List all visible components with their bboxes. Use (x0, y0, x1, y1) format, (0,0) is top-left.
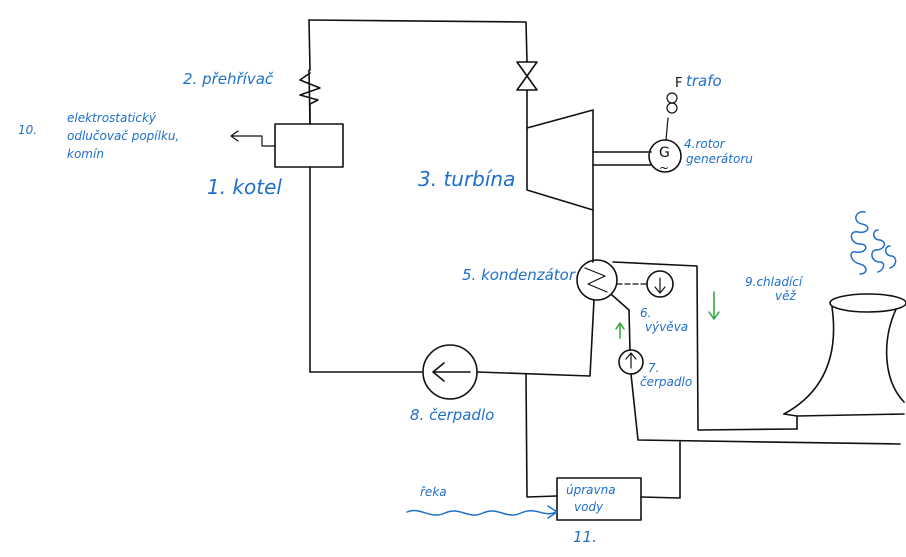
transformer-coil-top (666, 102, 678, 114)
label-transformer: trafo (686, 72, 722, 90)
label-water-treatment-1: úpravna (566, 483, 616, 497)
transformer-letter: F (675, 76, 682, 91)
label-number-11: 11. (573, 528, 597, 546)
label-cooling-pump-number: 7. (648, 361, 659, 375)
steam-plume (850, 211, 897, 275)
label-generator-rotor-1: 4.rotor (684, 137, 726, 151)
label-precipitator-2: odlučovač popílku, (67, 129, 179, 143)
turbine-body (526, 109, 594, 211)
label-cooling-tower-2: věž (775, 289, 796, 303)
generator-to-transformer-line (665, 117, 669, 141)
label-vacuum-pump-number: 6. (640, 306, 651, 320)
flue-gas-outlet (231, 135, 276, 147)
vacuum-pump-6-arrow (654, 277, 666, 294)
tower-base-pipe (640, 441, 681, 499)
cooling-return-pipe (630, 373, 901, 445)
label-vacuum-pump: vývěva (645, 320, 688, 334)
cooling-tower-right-wall (885, 308, 905, 403)
cooling-tower-left-wall (783, 306, 835, 415)
transformer-coil-bottom (666, 92, 678, 104)
label-boiler: 1. kotel (207, 175, 282, 199)
label-turbine: 3. turbína (418, 167, 515, 191)
label-precipitator-3: komín (67, 147, 104, 161)
water-treatment-box (556, 477, 642, 521)
feed-pump-8-arrow (432, 362, 471, 382)
top-steam-pipe (308, 19, 528, 63)
river-arrow (547, 505, 558, 519)
turbine-generator-shaft (592, 151, 652, 166)
vacuum-pump-6 (646, 270, 674, 298)
generator-wave-symbol: ~ (659, 161, 669, 175)
label-generator-rotor-2: generátoru (686, 152, 753, 166)
condenser (576, 259, 618, 301)
condenser-coil (584, 267, 608, 293)
superheater-coil (299, 72, 321, 125)
pump8-to-condenser-pipe (476, 299, 595, 377)
label-number-10: 10. (18, 123, 37, 137)
label-condenser: 5. kondenzátor (462, 266, 576, 284)
generator-letter: G (659, 145, 670, 161)
cooling-tower-top (829, 293, 906, 313)
label-cooling-tower-1: 9.chladící (745, 275, 804, 289)
label-feed-pump: 8. čerpadlo (410, 406, 494, 424)
label-precipitator-1: elektrostatický (67, 111, 157, 125)
river-wave (406, 509, 557, 516)
cooling-pump-7-arrow (625, 352, 637, 369)
label-superheater: 2. přehřívač (183, 70, 274, 88)
boiler-return-pipe (309, 166, 423, 373)
flue-gas-arrow (230, 130, 239, 142)
boiler-box (274, 123, 344, 168)
label-cooling-pump: čerpadlo (640, 375, 692, 389)
cooling-outlet-pipe (612, 261, 798, 431)
treatment-to-pump-pipe (525, 373, 558, 498)
cooling-tower-base (783, 413, 905, 430)
label-river: řeka (420, 485, 447, 499)
flow-arrow-down (708, 291, 720, 320)
label-water-treatment-2: vody (574, 500, 604, 514)
generator (648, 139, 682, 173)
flow-arrow-up (615, 322, 625, 339)
steam-valve (516, 61, 538, 91)
cooling-inlet-pipe (611, 294, 631, 351)
